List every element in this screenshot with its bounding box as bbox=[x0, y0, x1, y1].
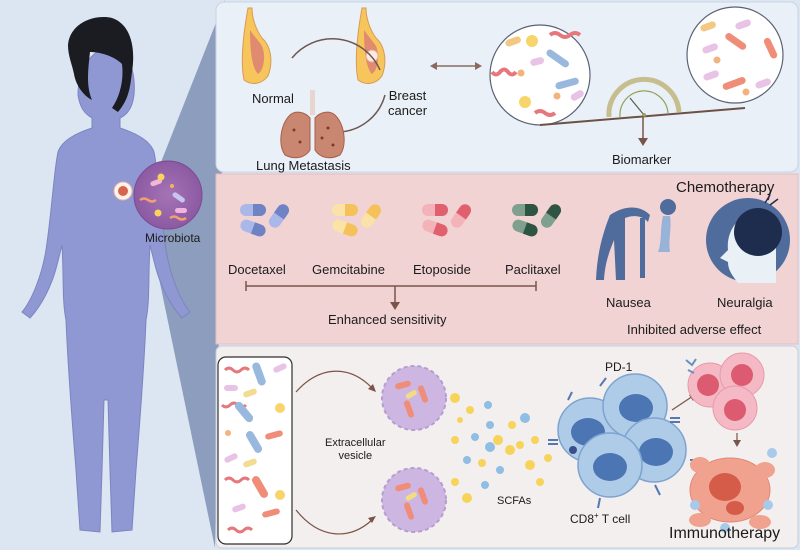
healthy-microbe-circle bbox=[686, 6, 784, 104]
scfa-particle bbox=[478, 459, 486, 467]
tumor-cells bbox=[118, 186, 128, 196]
drug-label-docetaxel: Docetaxel bbox=[228, 262, 286, 277]
scfa-particles bbox=[450, 393, 552, 503]
drug-pills bbox=[240, 204, 562, 237]
scfa-particle bbox=[485, 442, 495, 452]
pill-icon-etoposide bbox=[422, 204, 472, 237]
ev-label-line2: vesicle bbox=[338, 449, 373, 462]
scfa-particle bbox=[544, 454, 552, 462]
neuralgia-icon bbox=[706, 189, 790, 283]
microbiota-label: Microbiota bbox=[145, 231, 201, 245]
cycle-arc-bottom bbox=[339, 94, 386, 133]
cd8-label-sup: + bbox=[594, 511, 599, 520]
scfa-particle bbox=[508, 421, 516, 429]
ev-arrow-top bbox=[295, 370, 373, 393]
drug-label-paclitaxel: Paclitaxel bbox=[505, 262, 561, 277]
scfa-particle bbox=[451, 436, 459, 444]
scfa-label: SCFAs bbox=[497, 495, 532, 507]
ev-arrow-bottom bbox=[295, 509, 373, 535]
normal-breast-illustration bbox=[241, 7, 272, 84]
drug-bracket bbox=[245, 281, 537, 310]
extracellular-vesicle-top bbox=[381, 365, 447, 431]
inhibited-adverse-effect-label: Inhibited adverse effect bbox=[627, 322, 762, 337]
dysbiosis-microbe-circle bbox=[489, 24, 591, 126]
scfa-particle bbox=[536, 478, 544, 486]
scfa-particle bbox=[516, 441, 524, 449]
extracellular-vesicle-label: Extracellular vesicle bbox=[325, 437, 386, 462]
scfa-particle bbox=[486, 421, 494, 429]
zoom-wedge bbox=[150, 0, 225, 548]
scfa-particle bbox=[450, 393, 460, 403]
cd8-t-cell-label: CD8+ T cell bbox=[570, 511, 630, 527]
scfa-particle bbox=[457, 417, 463, 423]
breast-cancer-label-line2: cancer bbox=[388, 102, 428, 118]
pill-icon-paclitaxel bbox=[512, 204, 562, 237]
balance-scale bbox=[539, 76, 746, 146]
scfa-particle bbox=[496, 466, 504, 474]
neuralgia-label: Neuralgia bbox=[717, 295, 773, 310]
scfa-particle bbox=[451, 478, 459, 486]
ev-label-line1: Extracellular bbox=[325, 437, 386, 449]
double-arrow bbox=[430, 62, 482, 70]
chemotherapy-title: Chemotherapy bbox=[676, 179, 775, 196]
biomarker-label: Biomarker bbox=[612, 152, 672, 167]
pill-icon-docetaxel bbox=[240, 204, 290, 237]
scfa-particle bbox=[463, 456, 471, 464]
enhanced-sensitivity-label: Enhanced sensitivity bbox=[328, 312, 447, 327]
hair bbox=[68, 17, 134, 112]
scfa-particle bbox=[520, 413, 530, 423]
scfa-particle bbox=[525, 460, 535, 470]
chemo-panel bbox=[215, 173, 799, 345]
cycle-arc-top bbox=[291, 38, 381, 71]
breast-cancer-label-line1: Breast bbox=[388, 88, 427, 103]
breast-cancer-label: Breast cancer bbox=[388, 88, 428, 119]
microbiota-circle bbox=[133, 160, 203, 230]
pd1-label: PD-1 bbox=[605, 360, 633, 374]
tumor-illustration bbox=[689, 448, 777, 533]
drug-label-etoposide: Etoposide bbox=[413, 262, 471, 277]
scfa-particle bbox=[466, 406, 474, 414]
tcell-to-tumor-arrow bbox=[671, 395, 694, 411]
extracellular-vesicle-bottom bbox=[381, 467, 447, 533]
scfa-particle bbox=[471, 433, 479, 441]
scfa-particle bbox=[462, 493, 472, 503]
lung-metastasis-label: Lung Metastasis bbox=[256, 158, 351, 173]
cd8-label-prefix: CD8 bbox=[570, 512, 595, 526]
scfa-particle bbox=[505, 445, 515, 455]
nausea-icon bbox=[596, 199, 676, 280]
scfa-particle bbox=[531, 436, 539, 444]
scfa-particle bbox=[493, 435, 503, 445]
normal-label: Normal bbox=[252, 91, 294, 106]
pill-icon-gemcitabine bbox=[332, 204, 382, 237]
scfa-particle bbox=[484, 401, 492, 409]
scfa-particle bbox=[481, 481, 489, 489]
lung-metastasis-illustration bbox=[280, 90, 345, 159]
pink-target-cells bbox=[685, 352, 765, 431]
nausea-label: Nausea bbox=[606, 295, 651, 310]
cd8-t-cell-cluster bbox=[548, 373, 700, 509]
immunotherapy-title: Immunotherapy bbox=[669, 525, 781, 542]
gut-microbiota-box bbox=[217, 356, 293, 545]
cd8-label-suffix: T cell bbox=[598, 512, 631, 526]
drug-label-gemcitabine: Gemcitabine bbox=[312, 262, 385, 277]
